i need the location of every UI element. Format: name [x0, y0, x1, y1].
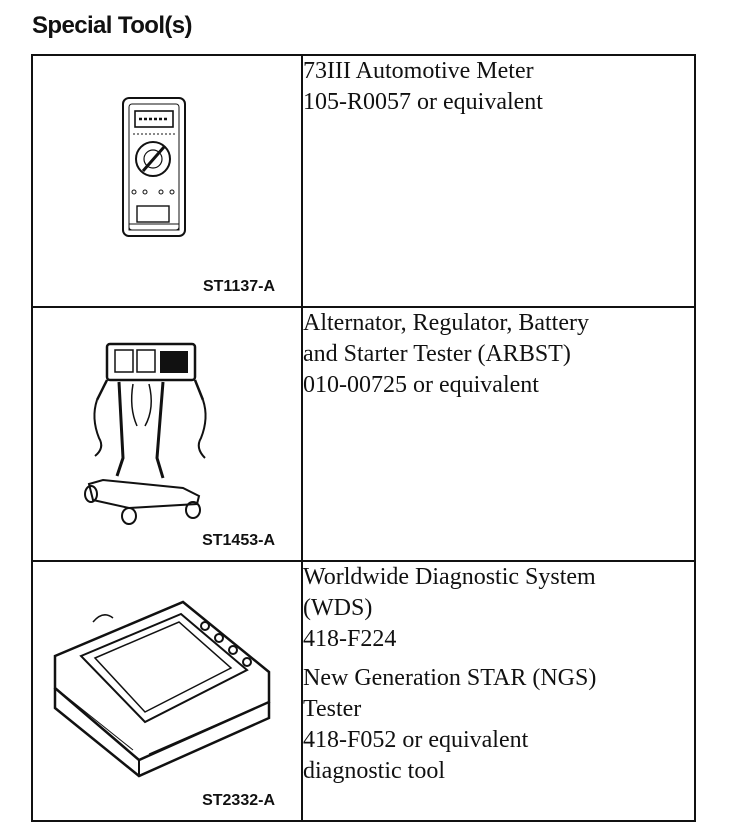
tool-image-code: ST1137-A — [202, 278, 275, 295]
description-line: and Starter Tester (ARBST) — [303, 341, 571, 367]
description-line: 010-00725 or equivalent — [303, 372, 539, 398]
tool-image-code: ST1453-A — [202, 532, 275, 549]
description-line: (WDS) — [303, 595, 373, 621]
page-title: Special Tool(s) — [32, 12, 193, 39]
description-line: diagnostic tool — [303, 758, 445, 784]
description-line: Worldwide Diagnostic System — [303, 564, 596, 590]
tool-description-cell: Alternator, Regulator, Battery and Start… — [301, 306, 696, 562]
tool-image-cell: ST1137-A — [31, 54, 303, 308]
table-row: ST1453-A Alternator, Regulator, Battery … — [31, 306, 696, 562]
description-line: Alternator, Regulator, Battery — [303, 310, 589, 336]
table-row: ST2332-A Worldwide Diagnostic System (WD… — [31, 560, 696, 822]
table-row: ST1137-A 73III Automotive Meter 105-R005… — [31, 54, 696, 308]
diagnostic-tablet-icon — [53, 600, 271, 778]
description-line: 105-R0057 or equivalent — [303, 89, 543, 115]
tool-description: New Generation STAR (NGS) Tester 418-F05… — [303, 663, 694, 787]
tool-description-cell: Worldwide Diagnostic System (WDS) 418-F2… — [301, 560, 696, 822]
tool-image-cell: ST2332-A — [31, 560, 303, 822]
tool-image-cell: ST1453-A — [31, 306, 303, 562]
tool-description-cell: 73III Automotive Meter 105-R0057 or equi… — [301, 54, 696, 308]
multimeter-icon — [122, 97, 186, 237]
description-line: 73III Automotive Meter — [303, 58, 534, 84]
description-line: 418-F224 — [303, 626, 397, 652]
description-line: 418-F052 or equivalent — [303, 727, 529, 753]
description-line: New Generation STAR (NGS) — [303, 665, 597, 691]
tool-description: Worldwide Diagnostic System (WDS) 418-F2… — [303, 562, 694, 655]
special-tools-table: ST1137-A 73III Automotive Meter 105-R005… — [31, 54, 696, 822]
tool-description: Alternator, Regulator, Battery and Start… — [303, 308, 694, 401]
description-line: Tester — [303, 696, 362, 722]
tool-image-code: ST2332-A — [202, 792, 275, 809]
battery-tester-cart-icon — [84, 342, 207, 525]
tool-description: 73III Automotive Meter 105-R0057 or equi… — [303, 56, 694, 118]
